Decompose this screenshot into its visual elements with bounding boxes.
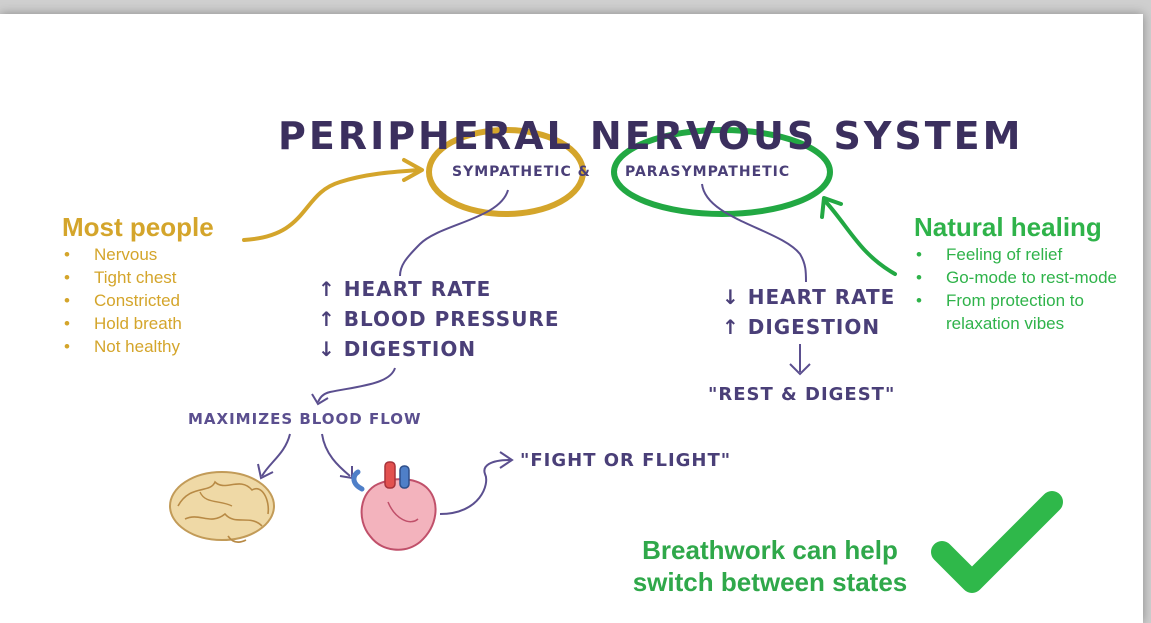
slide: PERIPHERAL NERVOUS SYSTEM SYMPATHETIC & … bbox=[0, 14, 1143, 623]
list-item: •Go-mode to rest-mode bbox=[914, 266, 1136, 289]
parasympathetic-label: PARASYMPATHETIC bbox=[625, 164, 790, 180]
list-item: •Hold breath bbox=[62, 312, 214, 335]
breathwork-line-1: Breathwork can help bbox=[600, 534, 940, 566]
list-item: •Nervous bbox=[62, 243, 214, 266]
list-item: •Tight chest bbox=[62, 266, 214, 289]
parasympathetic-effects: ↓ HEART RATE ↑ DIGESTION bbox=[722, 282, 895, 342]
gold-arrow bbox=[244, 170, 420, 240]
natural-healing-panel: Natural healing •Feeling of relief •Go-m… bbox=[914, 212, 1136, 335]
natural-healing-list: •Feeling of relief •Go-mode to rest-mode… bbox=[914, 243, 1136, 335]
natural-healing-heading: Natural healing bbox=[914, 212, 1136, 243]
most-people-list: •Nervous •Tight chest •Constricted •Hold… bbox=[62, 243, 214, 358]
list-item: •Feeling of relief bbox=[914, 243, 1136, 266]
checkmark-icon bbox=[942, 502, 1052, 582]
brain-icon bbox=[170, 472, 274, 542]
fight-flight-label: "FIGHT OR FLIGHT" bbox=[520, 450, 731, 471]
maximizes-blood-flow-label: MAXIMIZES BLOOD FLOW bbox=[188, 410, 422, 428]
sym-effect-digestion: ↓ DIGESTION bbox=[318, 334, 560, 364]
most-people-panel: Most people •Nervous •Tight chest •Const… bbox=[62, 212, 214, 358]
diagram-title: PERIPHERAL NERVOUS SYSTEM bbox=[278, 114, 1023, 158]
para-effect-digestion: ↑ DIGESTION bbox=[722, 312, 895, 342]
most-people-heading: Most people bbox=[62, 212, 214, 243]
sympathetic-label: SYMPATHETIC & bbox=[452, 164, 591, 180]
list-item: •Not healthy bbox=[62, 335, 214, 358]
list-item: •Constricted bbox=[62, 289, 214, 312]
green-arrow bbox=[826, 202, 895, 274]
heart-icon bbox=[354, 462, 436, 550]
list-item: •From protection to relaxation vibes bbox=[914, 289, 1136, 335]
breathwork-line-2: switch between states bbox=[600, 566, 940, 598]
rest-digest-label: "REST & DIGEST" bbox=[708, 384, 895, 405]
sympathetic-effects: ↑ HEART RATE ↑ BLOOD PRESSURE ↓ DIGESTIO… bbox=[318, 274, 560, 364]
breathwork-message: Breathwork can help switch between state… bbox=[600, 534, 940, 598]
sym-effect-heart-rate: ↑ HEART RATE bbox=[318, 274, 560, 304]
para-effect-heart-rate: ↓ HEART RATE bbox=[722, 282, 895, 312]
sym-effect-blood-pressure: ↑ BLOOD PRESSURE bbox=[318, 304, 560, 334]
